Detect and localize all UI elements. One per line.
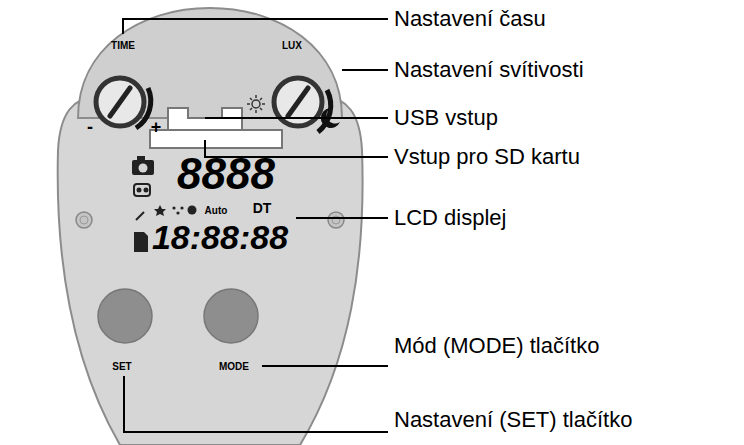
- knob-pointer: [110, 88, 130, 116]
- lcd-digits: 8888: [177, 150, 275, 198]
- knob-label: TIME: [111, 40, 135, 51]
- video-icon: [134, 184, 150, 196]
- lcd-indicator: DT: [253, 201, 272, 216]
- callout-label: USB vstup: [394, 106, 498, 130]
- callout-label: Nastavení svítivosti: [394, 58, 584, 82]
- leader-line: [262, 365, 388, 367]
- sd-card-slot: [150, 130, 282, 148]
- callout-label: Vstup pro SD kartu: [394, 145, 580, 169]
- scale-sign: +: [151, 118, 162, 138]
- button-label: SET: [112, 361, 131, 372]
- knob-label: LUX: [282, 40, 302, 51]
- screw: [76, 212, 92, 228]
- camera-icon: [132, 156, 154, 175]
- sun-symbol: [247, 95, 265, 113]
- button-label: MODE: [219, 361, 249, 372]
- leader-line: [342, 69, 388, 71]
- leader-lines: [123, 19, 388, 432]
- lcd-status-icons: [154, 205, 197, 216]
- mode-button: [204, 289, 258, 343]
- sd-card-icon: [134, 212, 148, 252]
- lcd-indicator: Auto: [205, 205, 228, 216]
- panel-housing: [58, 96, 363, 445]
- leader-line: [123, 19, 388, 34]
- lcd-digits: 18:88:88: [152, 219, 288, 256]
- set-button: [98, 289, 152, 343]
- leader-line: [205, 117, 388, 119]
- callout-label: LCD displej: [394, 206, 507, 230]
- callout-label: Nastavení času: [394, 7, 546, 31]
- callout-label: Nastavení (SET) tlačítko: [394, 408, 632, 432]
- leader-line: [124, 376, 388, 432]
- leader-line: [296, 217, 388, 219]
- time-knob: [96, 78, 144, 126]
- callout-label: Mód (MODE) tlačítko: [394, 334, 599, 358]
- screw: [80, 216, 88, 224]
- screw: [328, 212, 344, 228]
- scale-sign: -: [87, 118, 93, 138]
- knob-pointer: [288, 88, 308, 116]
